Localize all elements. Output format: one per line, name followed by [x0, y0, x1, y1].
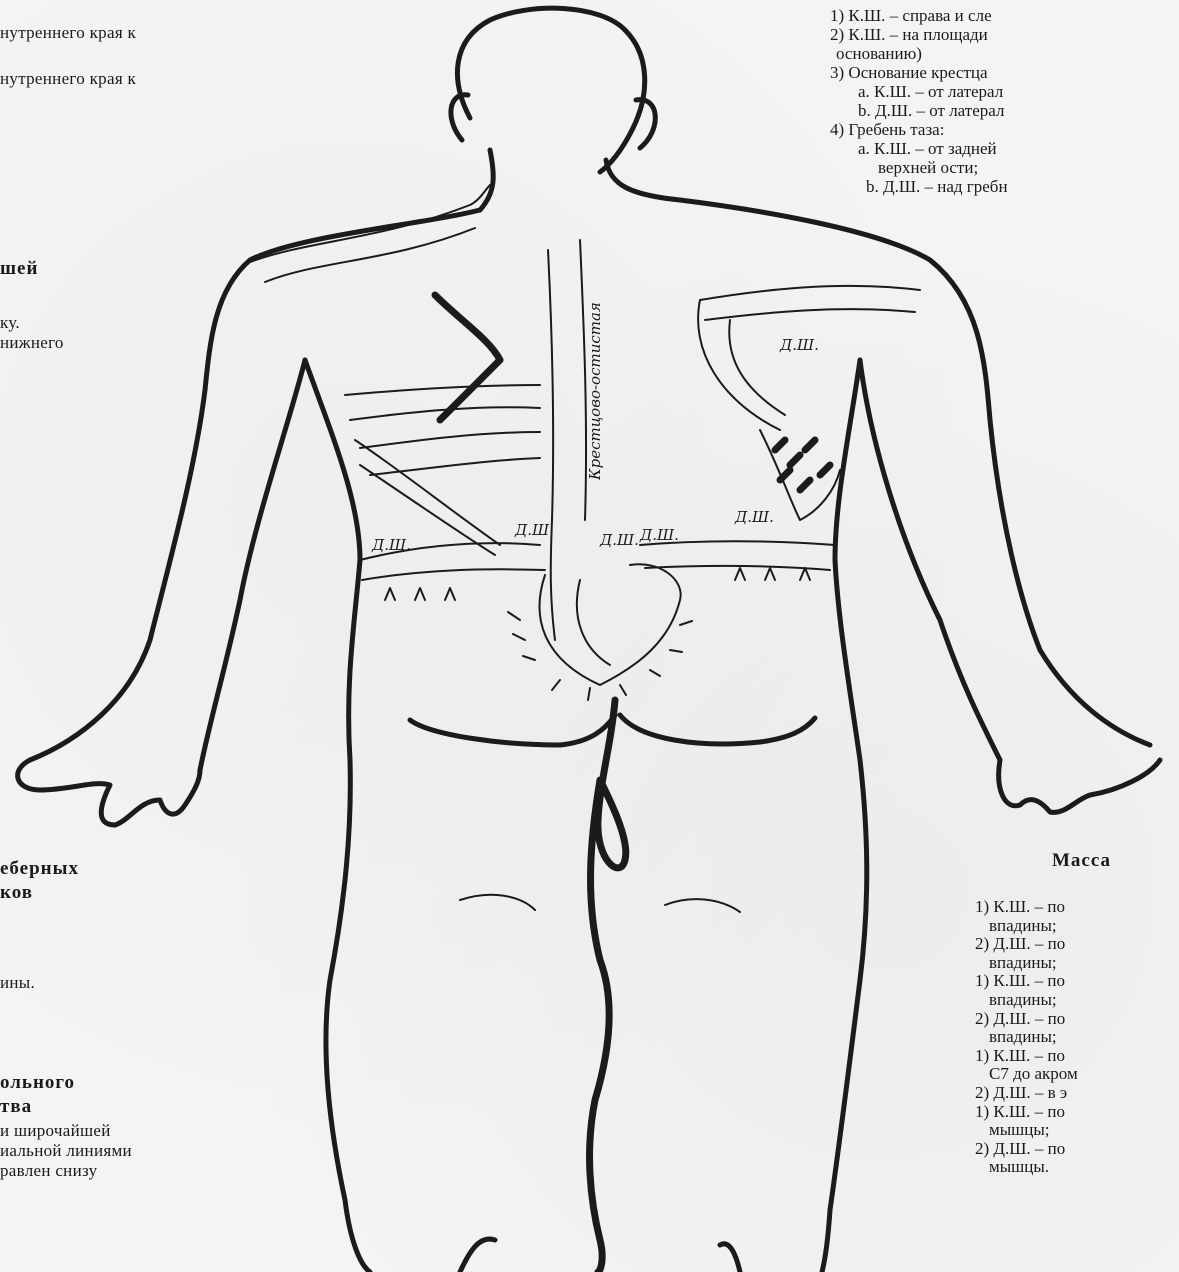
kneading-label: Д.Ш. [599, 531, 639, 549]
left-scapula-mark [435, 295, 500, 420]
right-buttock [620, 715, 815, 744]
left-trapezius-band [250, 185, 490, 262]
rib-stripes [345, 385, 540, 475]
torso-left-side [305, 360, 370, 1272]
kneading-label: Д.Ш. [734, 508, 774, 526]
spine-label: Крестцово-остистая [586, 302, 604, 481]
right-knee [665, 899, 740, 912]
pelvic-crest-right-2 [645, 566, 830, 570]
spine-line [548, 250, 555, 640]
kneading-label: Д.Ш. [514, 521, 554, 539]
right-lower-back-area [760, 430, 840, 520]
kneading-label: Д.Ш. [639, 526, 679, 544]
left-shoulder [30, 210, 480, 760]
kneading-label: Д.Ш. [779, 336, 819, 354]
head-outline [457, 8, 644, 172]
left-hand [18, 760, 200, 825]
left-arm-inner [200, 360, 305, 770]
kneading-label: Д.Ш. [371, 536, 411, 554]
pelvic-crest-left-2 [362, 569, 545, 580]
left-knee [460, 895, 535, 910]
right-hand [999, 760, 1160, 812]
sacrum-hatching [508, 612, 692, 700]
left-ear [451, 95, 468, 140]
latissimus-stroke [355, 440, 500, 545]
right-arm-inner [860, 360, 1000, 760]
leg-separation [590, 700, 626, 1272]
right-shoulder-band-2 [705, 309, 915, 320]
torso-right-side [822, 360, 867, 1272]
pelvis-arrow-marks [385, 568, 810, 600]
sacrum-inner [577, 580, 610, 665]
left-buttock [410, 715, 615, 745]
right-shoulder-band [700, 286, 920, 300]
right-shoulder [680, 200, 1150, 745]
left-trapezius-band-2 [265, 228, 475, 282]
neck-right [606, 160, 680, 200]
sacrum-outline [540, 564, 681, 685]
neck-left [480, 150, 493, 210]
